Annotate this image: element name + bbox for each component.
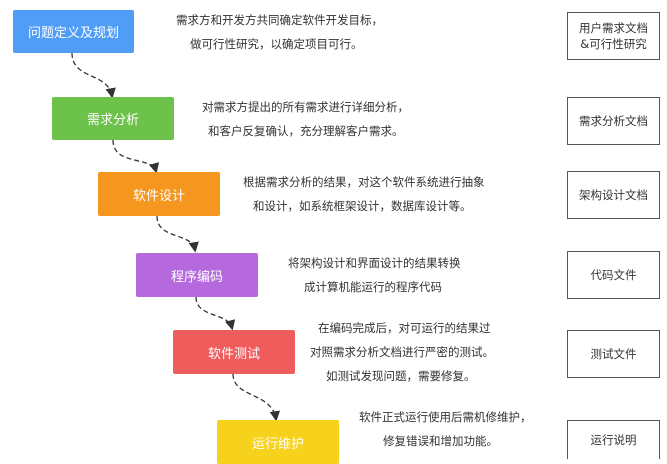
flow-arrow-1 [71,52,116,99]
stage-2-description: 对需求方提出的所有需求进行详细分析， 和客户反复确认，充分理解客户需求。 [202,95,409,143]
stage-5-desc-line-3: 如测试发现问题，需要修复。 [326,369,476,383]
stage-6-description: 软件正式运行使用后需机修维护， 修复错误和增加功能。 [359,405,532,453]
stage-4-desc-line-1: 将架构设计和界面设计的结果转换 [288,256,461,270]
flow-arrow-5 [232,373,280,422]
stage-1-desc-line-2: 做可行性研究，以确定项目可行。 [190,37,363,51]
stage-5-doc-line-1: 测试文件 [590,347,637,361]
stage-4-description: 将架构设计和界面设计的结果转换 成计算机能运行的程序代码 [288,251,461,299]
stage-5-description: 在编码完成后，对可运行的结果过 对照需求分析文档进行严密的测试。 如测试发现问题… [310,316,494,388]
stage-2-box: 需求分析 [52,97,174,140]
stage-4-label: 程序编码 [170,269,223,285]
stage-5-desc-line-2: 对照需求分析文档进行严密的测试。 [310,345,494,359]
stage-1-document: 用户需求文档 &可行性研究 [567,12,660,60]
flow-arrow-4 [195,296,236,331]
stage-2-doc-line-1: 需求分析文档 [579,114,648,128]
stage-5-desc-line-1: 在编码完成后，对可运行的结果过 [318,321,491,335]
stage-1-desc-line-1: 需求方和开发方共同确定软件开发目标， [176,13,383,27]
stage-2-document: 需求分析文档 [567,97,660,145]
stage-3-desc-line-2: 和设计，如系统框架设计，数据库设计等。 [253,199,472,213]
stage-5-label: 软件测试 [207,346,260,362]
stage-2-desc-line-1: 对需求方提出的所有需求进行详细分析， [202,100,409,114]
stage-4-doc-line-1: 代码文件 [590,268,637,282]
stage-2-label: 需求分析 [86,113,139,128]
flow-arrow-2 [112,139,159,174]
stage-4-box: 程序编码 [136,253,258,297]
stage-6-label: 运行维护 [251,436,304,452]
stage-1-description: 需求方和开发方共同确定软件开发目标， 做可行性研究，以确定项目可行。 [176,8,383,56]
stage-3-doc-line-1: 架构设计文档 [579,188,648,202]
stage-6-doc-line-1: 运行说明 [590,433,637,447]
stage-4-desc-line-2: 成计算机能运行的程序代码 [304,280,442,294]
stage-1-doc-line-2: &可行性研究 [580,37,647,51]
flow-arrow-3 [156,215,199,253]
stage-6-document: 运行说明 [567,420,660,459]
stage-1-label: 问题定义及规划 [27,26,119,41]
stage-3-desc-line-1: 根据需求分析的结果，对这个软件系统进行抽象 [243,175,485,189]
stage-1-doc-line-1: 用户需求文档 [579,21,648,35]
stage-6-desc-line-2: 修复错误和增加功能。 [383,434,498,448]
stage-4-document: 代码文件 [567,251,660,299]
stage-2-desc-line-2: 和客户反复确认，充分理解客户需求。 [208,124,404,138]
stage-3-document: 架构设计文档 [567,171,660,219]
stage-3-box: 软件设计 [98,172,220,216]
stage-1-box: 问题定义及规划 [13,10,134,53]
stage-5-document: 测试文件 [567,330,660,378]
stage-3-label: 软件设计 [132,188,185,204]
stage-3-description: 根据需求分析的结果，对这个软件系统进行抽象 和设计，如系统框架设计，数据库设计等… [243,170,485,218]
stage-6-desc-line-1: 软件正式运行使用后需机修维护， [359,410,532,424]
stage-6-box: 运行维护 [217,420,339,464]
stage-5-box: 软件测试 [173,330,295,374]
